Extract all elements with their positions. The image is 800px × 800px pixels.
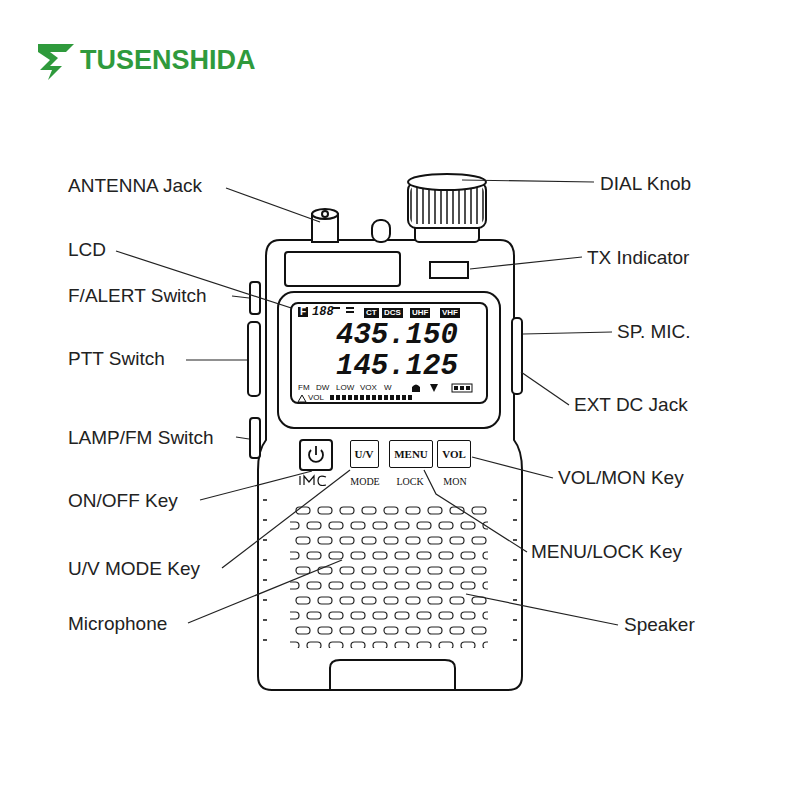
brand-logo — [38, 44, 74, 80]
callout-label: DIAL Knob — [600, 172, 691, 195]
battery-cell — [460, 386, 464, 390]
volume-bar — [390, 395, 394, 400]
volume-bar — [336, 395, 340, 400]
callout-label: SP. MIC. — [617, 320, 691, 343]
lcd-text: LOW — [336, 384, 354, 392]
lcd-text: 188 — [312, 306, 334, 318]
dial-knurl — [410, 186, 484, 224]
callout-label: MENU/LOCK Key — [531, 540, 682, 563]
logo-mark — [38, 44, 74, 80]
callout-label: TX Indicator — [587, 246, 689, 269]
lock-icon — [412, 384, 438, 392]
falert-switch — [250, 282, 260, 314]
display-bezel — [278, 292, 500, 428]
key-mark — [300, 476, 326, 486]
warning-icon — [298, 395, 306, 402]
key-button: VOL — [437, 440, 471, 468]
leader-line — [521, 372, 569, 405]
volume-bar — [360, 395, 364, 400]
lcd-text: F — [298, 307, 308, 317]
leader-line — [236, 437, 249, 439]
battery-cell — [454, 386, 458, 390]
key-sublabel: MODE — [350, 476, 379, 488]
lcd-text: 435.150 — [336, 321, 458, 350]
ptt-switch — [248, 322, 260, 396]
leader-line — [523, 332, 612, 334]
key-sublabel: LOCK — [396, 476, 423, 488]
radio-body — [248, 174, 522, 690]
top-window — [285, 252, 400, 286]
belt-clip — [330, 660, 455, 690]
tx-indicator — [430, 262, 468, 278]
small-knob — [372, 220, 390, 242]
leader-line — [232, 296, 249, 298]
leader-line — [222, 470, 350, 568]
callout-label: VOL/MON Key — [558, 466, 684, 489]
volume-bar — [408, 395, 412, 400]
leader-line — [470, 257, 582, 269]
key-text: MENU — [394, 448, 428, 460]
lcd-text: DCS — [382, 308, 403, 318]
leader-line — [226, 188, 320, 222]
lamp-fm-switch — [250, 418, 260, 458]
lcd-text: DW — [316, 384, 329, 392]
volume-bar — [378, 395, 382, 400]
volume-bar — [330, 395, 334, 400]
volume-bar — [402, 395, 406, 400]
callout-label: Microphone — [68, 612, 167, 635]
battery-cell — [466, 386, 470, 390]
power-bar — [315, 446, 317, 455]
leader-line — [472, 457, 553, 478]
sp-mic-jack — [512, 318, 522, 394]
housing — [258, 240, 522, 690]
lcd-text: FM — [298, 384, 310, 392]
callout-label: U/V MODE Key — [68, 557, 200, 580]
leader-line — [462, 180, 594, 182]
leader-line — [188, 560, 342, 623]
key-text: VOL — [442, 448, 466, 460]
callout-label: Speaker — [624, 613, 695, 636]
dial-knob-top — [408, 174, 486, 190]
lcd-text: VHF — [440, 308, 460, 318]
power-symbol — [309, 446, 323, 462]
antenna-jack-top — [312, 209, 338, 219]
lcd-text: VOX — [360, 384, 377, 392]
callout-label: LAMP/FM Switch — [68, 426, 214, 449]
key-button: MENU — [389, 440, 433, 468]
minus-icons — [332, 308, 354, 312]
lcd-text: W — [384, 384, 392, 392]
brand-glyph — [300, 476, 326, 486]
lcd-text: 145.125 — [336, 352, 458, 381]
volume-bar — [396, 395, 400, 400]
volume-bar — [366, 395, 370, 400]
brand-title: TUSENSHIDA — [80, 44, 256, 76]
volume-bar — [372, 395, 376, 400]
key-button: U/V — [350, 440, 379, 468]
leader-line — [424, 470, 527, 552]
lcd-screen: F 188 CTDCS UHF VHF 435.150145.125FM DW LOW VOX W… — [290, 302, 488, 404]
lcd-text: CT — [364, 308, 379, 318]
antenna-jack-pin — [322, 211, 328, 217]
leader-line — [186, 359, 247, 360]
callout-label: PTT Switch — [68, 347, 165, 370]
battery-icon — [452, 384, 472, 392]
callout-label: ANTENNA Jack — [68, 174, 202, 197]
callout-label: EXT DC Jack — [574, 393, 688, 416]
lcd-text: UHF — [410, 308, 430, 318]
power-key — [300, 440, 332, 470]
callout-label: LCD — [68, 238, 106, 261]
callout-label: F/ALERT Switch — [68, 284, 207, 307]
leader-line — [200, 471, 312, 500]
volume-bar — [342, 395, 346, 400]
callout-label: ON/OFF Key — [68, 489, 178, 512]
lcd-text: VOL — [308, 394, 324, 402]
key-sublabel: MON — [443, 476, 466, 488]
volume-bar — [384, 395, 388, 400]
volume-bar — [348, 395, 352, 400]
speaker-grille — [290, 500, 488, 648]
key-text: U/V — [355, 448, 374, 460]
volume-bar — [354, 395, 358, 400]
leader-line — [466, 594, 618, 625]
